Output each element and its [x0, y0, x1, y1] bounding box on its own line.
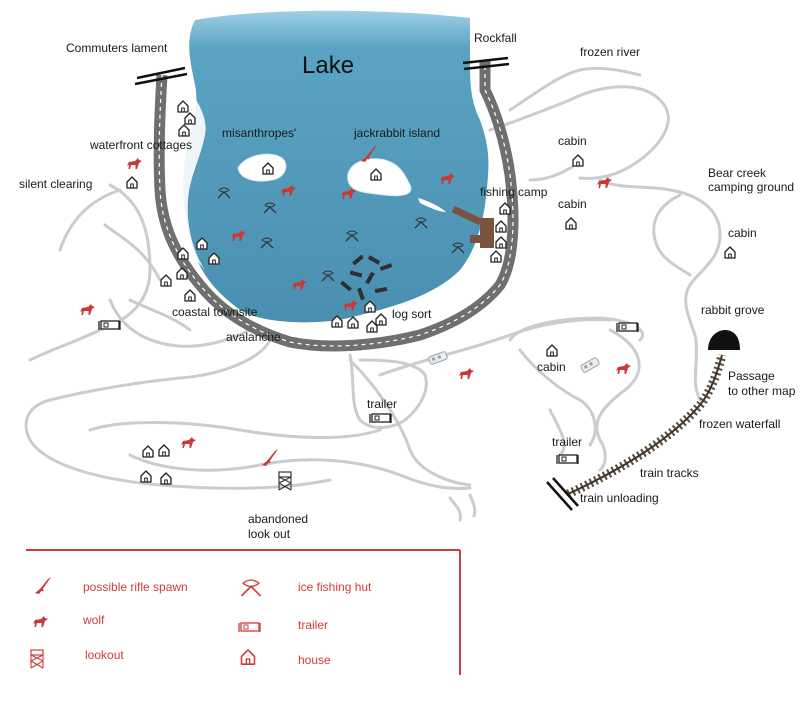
house-icon	[160, 274, 172, 287]
label-look-out: look out	[248, 527, 291, 541]
house-icon	[546, 344, 558, 357]
trailer-icon	[98, 320, 121, 331]
label-train-unloading: train unloading	[580, 491, 659, 505]
trailer-icon	[556, 454, 579, 465]
label-abandoned: abandoned	[248, 512, 308, 526]
house-icon	[184, 289, 196, 302]
label-to-other-map: to other map	[728, 384, 796, 398]
lookout-icon	[30, 649, 44, 669]
train-tracks-line	[566, 353, 727, 499]
label-coastal-townsite: coastal townsite	[172, 305, 258, 319]
house-icon	[177, 100, 189, 113]
label-bear-creek: Bear creek	[708, 166, 767, 180]
legend: possible rifle spawn ice fishing hut wol…	[26, 549, 461, 675]
trailer-icon	[616, 322, 639, 333]
house-icon	[158, 444, 170, 457]
trailer-icon	[238, 622, 261, 632]
house-icon	[572, 154, 584, 167]
fishing-camp-docks	[451, 205, 494, 248]
label-train-tracks: train tracks	[640, 466, 699, 480]
map-labels: Lake Commuters lament Rockfall frozen ri…	[19, 31, 796, 541]
road-centerline	[158, 60, 514, 347]
label-misanthropes: misanthropes'	[222, 126, 296, 140]
label-rabbit-grove: rabbit grove	[701, 303, 765, 317]
house-icon	[724, 246, 736, 259]
label-cabin: cabin	[537, 360, 566, 374]
house-icon	[495, 220, 507, 233]
label-silent-clearing: silent clearing	[19, 177, 92, 191]
wolf-icon	[181, 437, 196, 448]
label-waterfront-cottages: waterfront cottages	[89, 138, 192, 152]
lake	[183, 10, 489, 323]
label-frozen-waterfall: frozen waterfall	[699, 417, 780, 431]
house-icon	[126, 176, 138, 189]
label-rockfall: Rockfall	[474, 31, 517, 45]
label-cabin: cabin	[558, 134, 587, 148]
label-fishing-camp: fishing camp	[480, 185, 548, 199]
trails	[24, 66, 722, 522]
wolf-icon	[459, 368, 474, 379]
train-unloading-bumper	[546, 477, 579, 511]
legend-label: ice fishing hut	[298, 580, 372, 594]
legend-label: house	[298, 653, 331, 667]
label-jackrabbit-island: jackrabbit island	[353, 126, 440, 140]
label-camping-ground: camping ground	[708, 180, 794, 194]
wolf-icon	[127, 158, 142, 169]
trailer-icon	[369, 413, 392, 424]
label-frozen-river: frozen river	[580, 45, 640, 59]
legend-label: wolf	[82, 613, 105, 627]
label-commuters-lament: Commuters lament	[66, 41, 168, 55]
label-passage: Passage	[728, 369, 775, 383]
label-trailer: trailer	[552, 435, 582, 449]
log-sort-logs	[340, 254, 393, 301]
house-icon	[375, 313, 387, 326]
house-icon	[178, 124, 190, 137]
wolf-icon	[80, 304, 95, 315]
house-icon	[347, 316, 359, 329]
label-cabin: cabin	[558, 197, 587, 211]
label-log-sort: log sort	[392, 307, 432, 321]
misanthropes-island	[237, 153, 287, 182]
east-ice-patch	[418, 198, 446, 212]
house-icon	[490, 250, 502, 263]
wolf-icon	[616, 363, 631, 374]
rv-icon	[427, 350, 449, 366]
house-icon	[565, 217, 577, 230]
wolf-icon	[33, 616, 48, 627]
label-avalanche: avalanche	[226, 330, 281, 344]
lake-title: Lake	[302, 52, 354, 79]
label-cabin: cabin	[728, 226, 757, 240]
tunnel-entrance	[708, 330, 740, 350]
commuters-lament-barrier	[134, 66, 188, 86]
house-icon	[160, 472, 172, 485]
house-icon	[495, 236, 507, 249]
rv-icon	[579, 356, 601, 374]
house-icon	[140, 470, 152, 483]
house-icon	[142, 445, 154, 458]
legend-label: trailer	[298, 618, 328, 632]
house-icon	[240, 649, 256, 665]
rifle-icon	[34, 576, 52, 595]
label-trailer: trailer	[367, 397, 397, 411]
legend-label: possible rifle spawn	[83, 580, 188, 594]
ice-fishing-hut-icon	[240, 579, 262, 597]
rockfall-barrier	[462, 56, 510, 71]
legend-label: lookout	[85, 648, 124, 662]
